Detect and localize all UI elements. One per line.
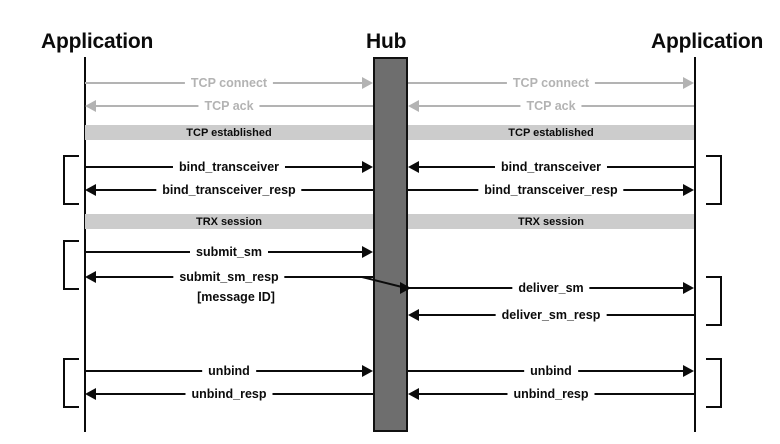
state-band-label-trx-session-right: TRX session [517,216,585,228]
arrow-head-bind-transceiver-left [362,161,373,173]
message-label-bind-transceiver-left: bind_transceiver [172,160,286,174]
group-bracket-bind-left [63,155,79,205]
arrow-head-tcp-ack-right [408,100,419,112]
message-label-bind-transceiver-resp-left: bind_transceiver_resp [156,183,302,197]
state-band-trx-session-right [408,214,694,229]
state-band-trx-session-left [85,214,373,229]
arrow-head-submit-sm-resp [85,271,96,283]
arrow-head-tcp-connect-right [683,77,694,89]
message-label-unbind-left: unbind [202,364,256,378]
message-label-submit-sm: submit_sm [190,245,268,259]
arrow-head-bind-transceiver-right [408,161,419,173]
message-label-tcp-ack-left: TCP ack [198,99,260,113]
message-label-unbind-right: unbind [524,364,578,378]
message-label-deliver-sm-resp: deliver_sm_resp [495,308,607,322]
message-label-unbind-resp-right: unbind_resp [507,387,595,401]
state-band-label-tcp-established-right: TCP established [508,127,594,139]
message-label-deliver-sm: deliver_sm [512,281,590,295]
arrow-head-unbind-resp-right [408,388,419,400]
message-label-submit-sm-resp: submit_sm_resp [173,270,285,284]
participant-header-left-application: Application [41,30,154,53]
arrow-head-deliver-sm-resp [408,309,419,321]
arrow-head-unbind-resp-left [85,388,96,400]
state-band-tcp-established-right [408,125,694,140]
message-label-tcp-connect-left: TCP connect [184,76,274,90]
arrow-head-unbind-left [362,365,373,377]
arrow-head-bind-transceiver-resp-left [85,184,96,196]
hub-activation-box [373,57,408,432]
state-band-tcp-established-left [85,125,373,140]
participant-header-hub: Hub [366,30,407,53]
message-label-tcp-connect-right: TCP connect [506,76,596,90]
message-label-bind-transceiver-right: bind_transceiver [494,160,608,174]
group-bracket-deliver-right [706,276,722,326]
arrow-head-tcp-connect-left [362,77,373,89]
participant-header-right-application: Application [651,30,764,53]
lifeline-left-application [84,57,86,432]
group-bracket-submit-left [63,240,79,290]
group-bracket-unbind-left [63,358,79,408]
arrow-head-submit-sm [362,246,373,258]
arrow-head-unbind-right [683,365,694,377]
group-bracket-bind-right [706,155,722,205]
state-band-label-trx-session-left: TRX session [195,216,263,228]
annotation-message-id: [message ID] [197,290,275,304]
group-bracket-unbind-right [706,358,722,408]
arrow-head-tcp-ack-left [85,100,96,112]
state-band-label-tcp-established-left: TCP established [186,127,272,139]
message-label-bind-transceiver-resp-right: bind_transceiver_resp [478,183,624,197]
lifeline-right-application [694,57,696,432]
arrow-head-bind-transceiver-resp-right [683,184,694,196]
message-label-unbind-resp-left: unbind_resp [185,387,273,401]
arrow-head-deliver-sm [683,282,694,294]
arrow-head-hub-routing [400,282,411,294]
message-label-tcp-ack-right: TCP ack [520,99,582,113]
